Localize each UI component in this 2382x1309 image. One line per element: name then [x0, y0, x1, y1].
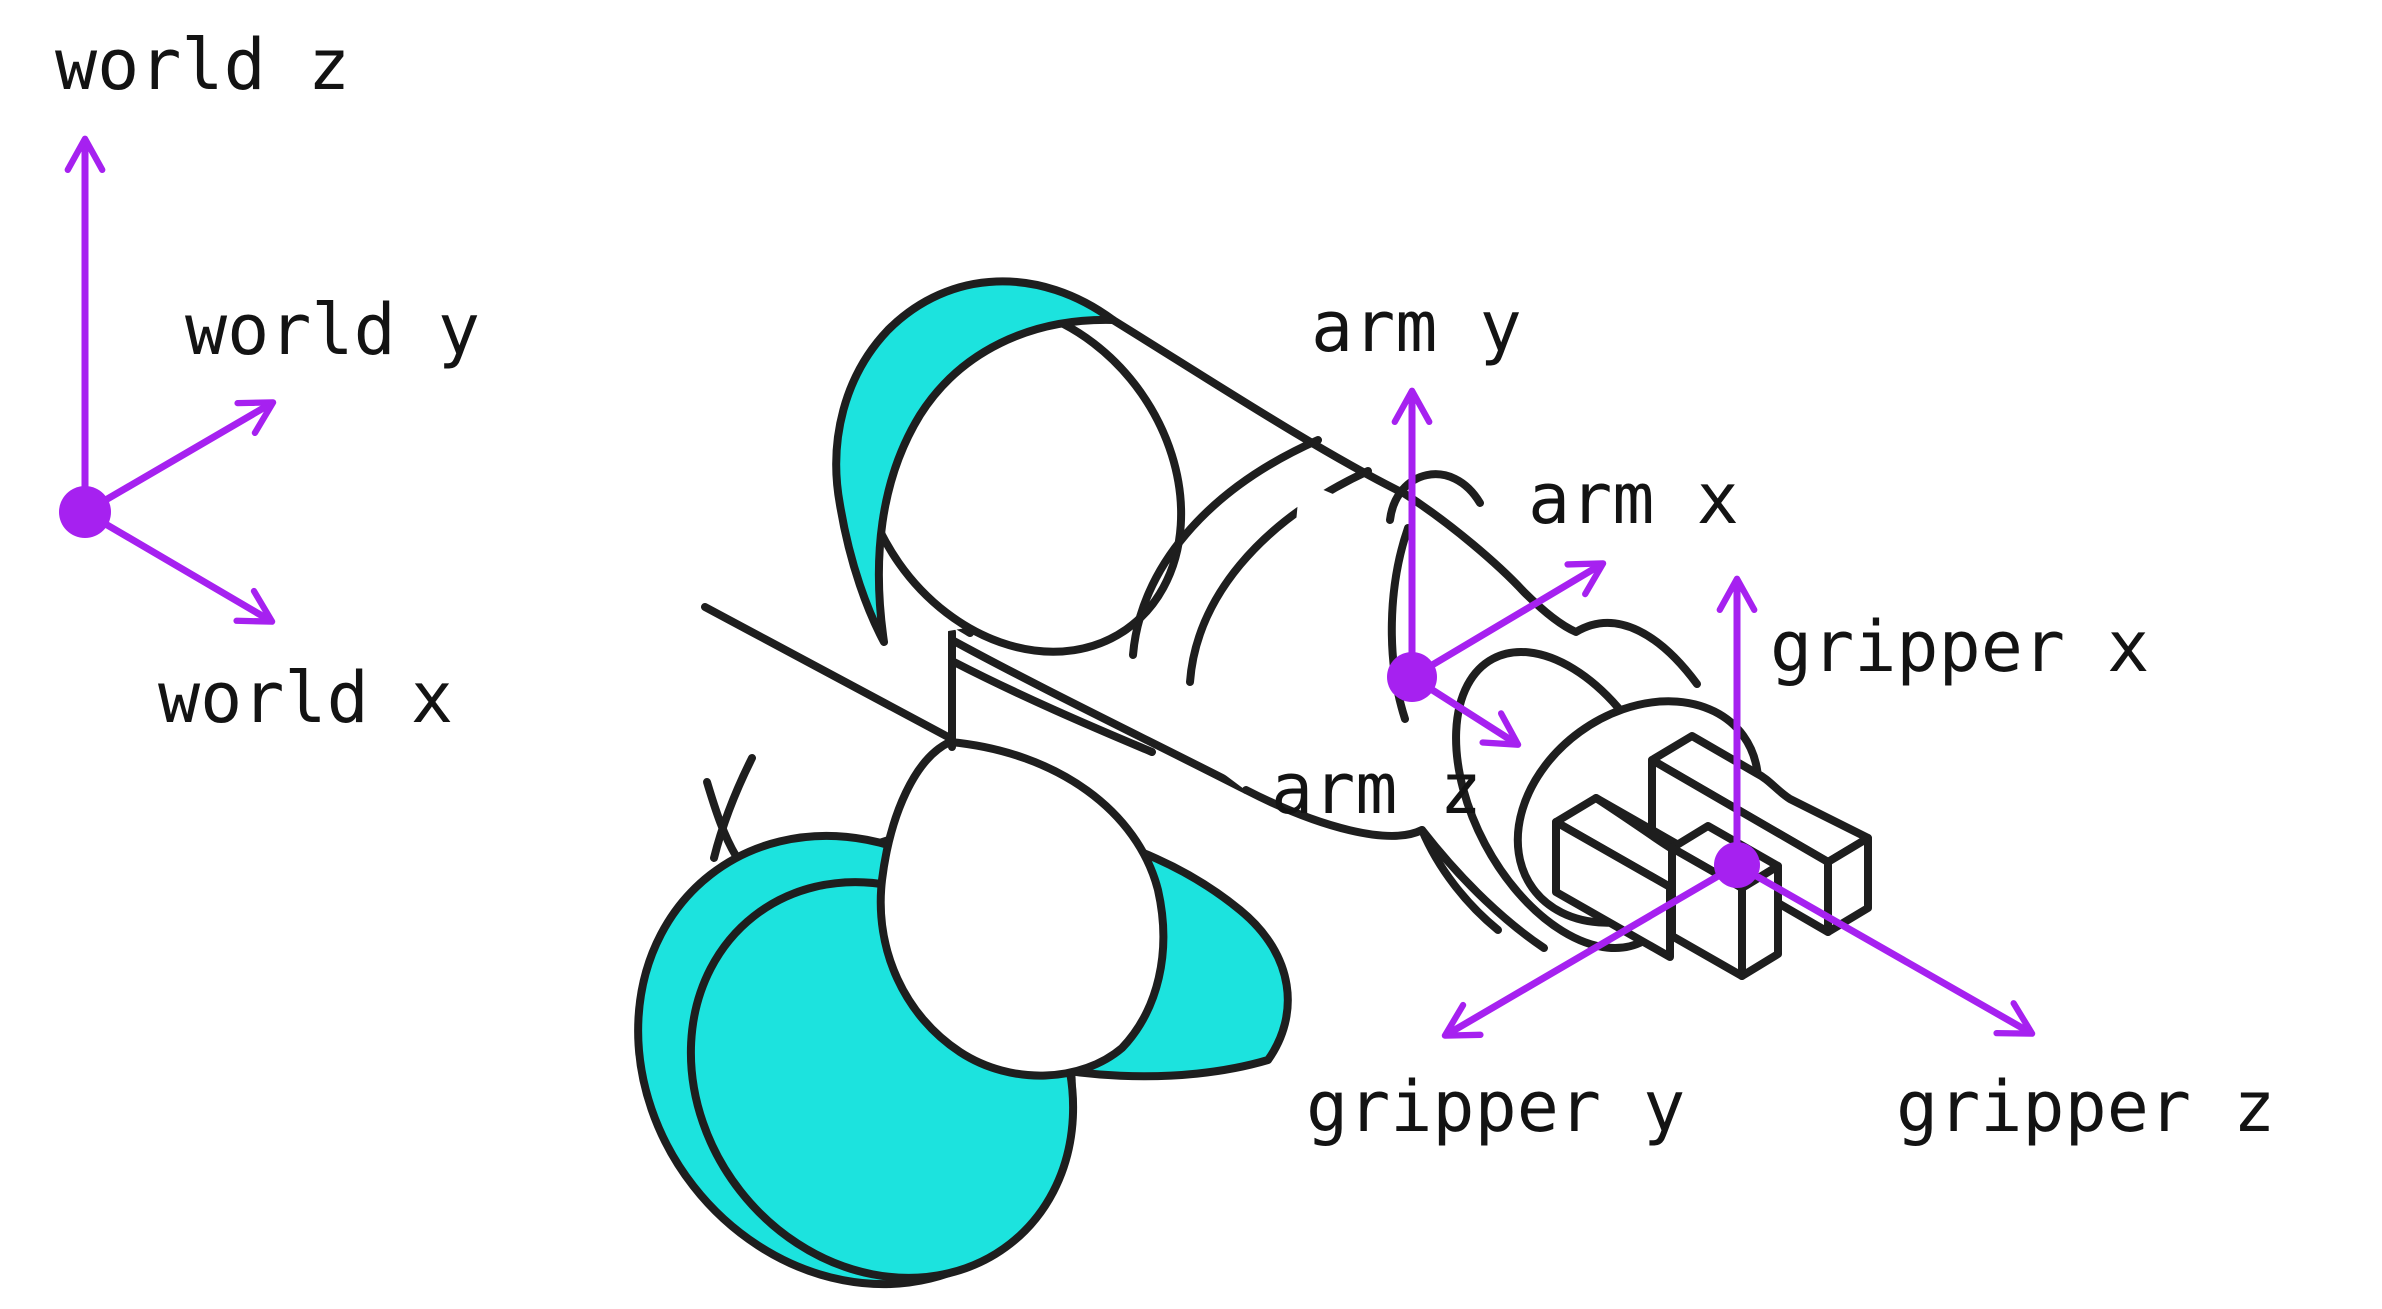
gripper-origin-dot — [1714, 842, 1760, 888]
arm-origin-dot — [1387, 652, 1437, 702]
gripper-y-axis-arrow — [1441, 861, 1741, 1039]
arm-x-axis-arrow — [1408, 560, 1607, 681]
arm-z-axis-label: arm z — [1271, 748, 1482, 830]
gripper-z-axis-arrow — [1733, 861, 2036, 1037]
world-x-axis-arrow — [81, 508, 276, 625]
world-y-axis-arrow — [81, 399, 277, 516]
shoulder-cylinder — [832, 277, 1407, 792]
gripper-y-axis-label: gripper y — [1306, 1066, 1686, 1148]
arm-frame — [1387, 387, 1607, 748]
robot-arm-illustration — [634, 277, 1872, 1289]
gripper-x-axis-label: gripper x — [1770, 606, 2150, 688]
gripper-frame — [1441, 575, 2036, 1039]
shoulder-cap-band — [832, 277, 1117, 646]
world-x-axis-label: world x — [158, 657, 454, 739]
arm-y-axis-label: arm y — [1311, 286, 1522, 368]
world-origin-dot — [59, 486, 111, 538]
gripper-z-axis-label: gripper z — [1896, 1066, 2276, 1148]
elbow-joint — [876, 738, 1168, 1080]
world-z-axis-label: world z — [55, 24, 351, 106]
arm-x-axis-label: arm x — [1528, 458, 1739, 540]
rear-link-lines — [701, 603, 954, 862]
world-y-axis-label: world y — [185, 289, 481, 371]
shoulder-ring-1 — [1129, 436, 1322, 659]
world-frame — [59, 135, 277, 625]
